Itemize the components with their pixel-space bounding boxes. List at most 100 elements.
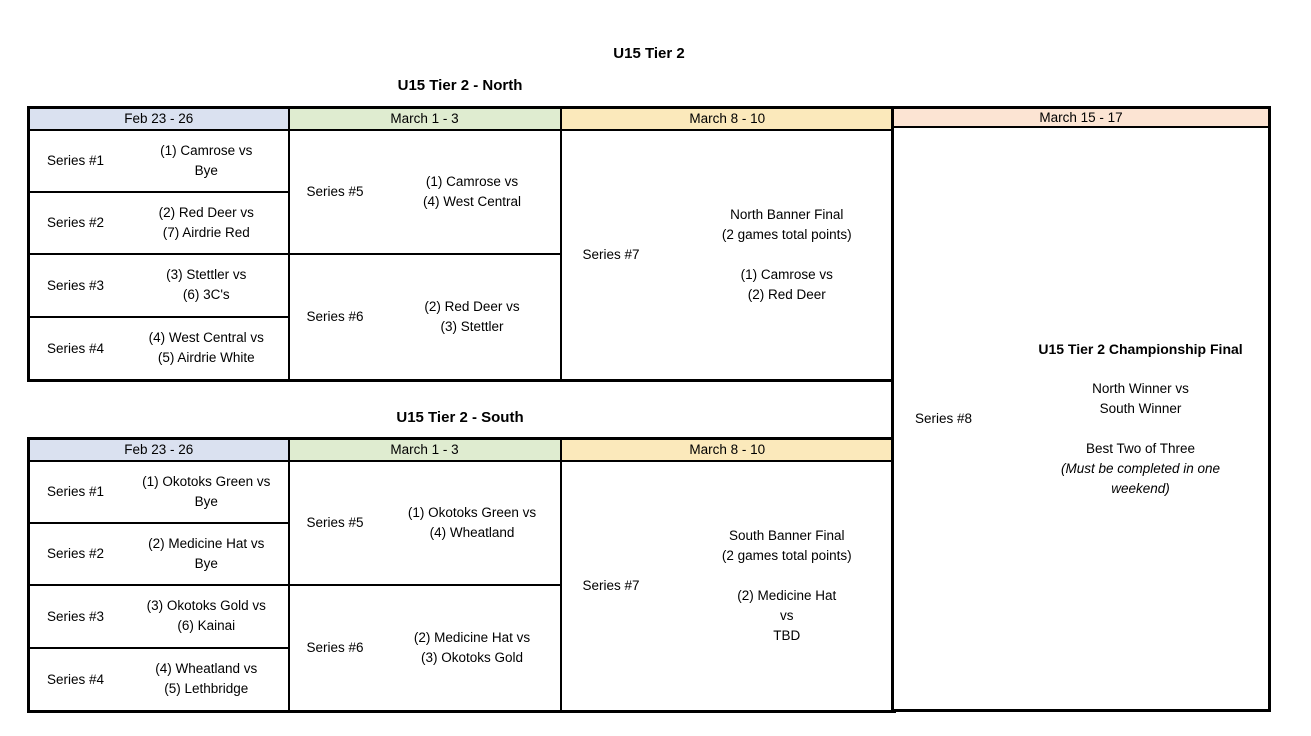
north-header-row: Feb 23 - 26 March 1 - 3 March 8 - 10 <box>27 106 896 131</box>
series-label: Series #2 <box>47 546 105 561</box>
matchup-line: (1) Okotoks Green vs <box>407 504 537 520</box>
table-row: Series #2 (2) Medicine Hat vs Bye <box>27 521 895 586</box>
matchup: (1) Camrose vs (4) West Central <box>385 131 560 253</box>
series-label: Series #7 <box>582 247 640 262</box>
banner-final-title: North Banner Final <box>730 206 844 222</box>
matchup-line: Bye <box>194 493 218 509</box>
matchup-line: North Winner vs <box>1092 380 1189 396</box>
page-title: U15 Tier 2 <box>613 45 685 62</box>
north-series-6-cell: Series #6 (2) Red Deer vs (3) Stettler <box>287 252 562 381</box>
south-series-6-cell: Series #6 (2) Medicine Hat vs (3) Okotok… <box>287 583 562 712</box>
north-col-header-mar8: March 8 - 10 <box>559 106 896 131</box>
matchup: (4) West Central vs (5) Airdrie White <box>125 319 288 378</box>
table-row: Series #3 (3) Okotoks Gold vs (6) Kainai… <box>27 583 895 712</box>
series-label: Series #5 <box>306 184 364 199</box>
final-series-8-cell: Series #8 U15 Tier 2 Championship Final … <box>891 128 1271 712</box>
south-section-heading: U15 Tier 2 - South <box>396 409 524 426</box>
matchup-line: (2) Red Deer vs <box>158 204 254 220</box>
matchup-line: South Winner <box>1099 400 1182 416</box>
matchup-line: (6) Kainai <box>177 618 236 634</box>
series-label: Series #8 <box>915 411 973 426</box>
series-label: Series #6 <box>306 309 364 324</box>
north-series-3-cell: Series #3 (3) Stettler vs (6) 3C's <box>27 252 290 319</box>
matchup-line: (1) Okotoks Green vs <box>142 473 271 489</box>
matchup-line: Bye <box>194 162 218 178</box>
matchup: (1) Okotoks Green vs Bye <box>125 462 288 521</box>
matchup-line: (2) Red Deer vs <box>424 298 520 314</box>
series-label: Series #3 <box>47 608 105 624</box>
south-col-header-mar1: March 1 - 3 <box>287 437 562 462</box>
matchup-line: (6) 3C's <box>182 287 230 303</box>
south-series-2-cell: Series #2 (2) Medicine Hat vs Bye <box>27 521 290 586</box>
matchup-line: TBD <box>773 627 801 643</box>
series-label: Series #4 <box>47 340 105 356</box>
banner-final-subtitle: (2 games total points) <box>721 226 852 242</box>
spacer <box>1013 419 1268 439</box>
matchup-line: (4) Wheatland <box>429 524 515 540</box>
matchup-line: (1) Camrose vs <box>160 142 253 158</box>
matchup-line: (3) Stettler <box>440 318 504 334</box>
north-section-heading: U15 Tier 2 - North <box>397 77 523 94</box>
matchup-line: Best Two of Three <box>1085 440 1196 456</box>
table-row: Series #4 (4) West Central vs (5) Airdri… <box>27 316 895 381</box>
north-series-2-cell: Series #2 (2) Red Deer vs (7) Airdrie Re… <box>27 190 290 255</box>
matchup-line: (3) Okotoks Gold vs <box>146 598 266 614</box>
table-row: Series #3 (3) Stettler vs (6) 3C's Serie… <box>27 252 895 381</box>
series-label: Series #3 <box>47 277 105 293</box>
north-series-1-cell: Series #1 (1) Camrose vs Bye <box>27 128 290 193</box>
matchup-line: (5) Lethbridge <box>164 681 249 697</box>
north-series-4-cell: Series #4 (4) West Central vs (5) Airdri… <box>27 316 290 381</box>
championship-final-title: U15 Tier 2 Championship Final <box>1038 340 1243 357</box>
north-series-5-cell: Series #5 (1) Camrose vs (4) West Centra… <box>287 128 562 255</box>
matchup: (2) Medicine Hat vs (3) Okotoks Gold <box>385 587 560 709</box>
matchup-line: (2) Medicine Hat <box>737 587 837 603</box>
series-label: Series #1 <box>47 153 105 168</box>
matchup: (3) Okotoks Gold vs (6) Kainai <box>125 587 288 646</box>
spacer <box>681 245 894 265</box>
series-label: Series #7 <box>582 578 640 593</box>
matchup: U15 Tier 2 Championship Final North Winn… <box>1013 128 1268 709</box>
matchup: (1) Okotoks Green vs (4) Wheatland <box>385 462 560 584</box>
series-label: Series #6 <box>306 640 364 655</box>
north-bracket-table: Feb 23 - 26 March 1 - 3 March 8 - 10 Ser… <box>27 106 896 382</box>
table-row: Series #2 (2) Red Deer vs (7) Airdrie Re… <box>27 190 895 255</box>
matchup-line: (2) Medicine Hat vs <box>148 535 265 551</box>
south-series-5-cell: Series #5 (1) Okotoks Green vs (4) Wheat… <box>287 459 562 586</box>
matchup-line: (5) Airdrie White <box>157 350 255 366</box>
championship-final-column: March 15 - 17 Series #8 U15 Tier 2 Champ… <box>891 106 1271 712</box>
south-series-1-cell: Series #1 (1) Okotoks Green vs Bye <box>27 459 290 524</box>
south-series-4-cell: Series #4 (4) Wheatland vs (5) Lethbridg… <box>27 647 290 712</box>
south-series-3-cell: Series #3 (3) Okotoks Gold vs (6) Kainai <box>27 583 290 650</box>
matchup: (2) Medicine Hat vs Bye <box>125 524 288 583</box>
matchup: (4) Wheatland vs (5) Lethbridge <box>125 650 288 709</box>
south-col-header-mar8: March 8 - 10 <box>559 437 896 462</box>
table-row: Series #4 (4) Wheatland vs (5) Lethbridg… <box>27 647 895 712</box>
matchup-line: (4) West Central vs <box>148 330 264 346</box>
spacer <box>681 566 894 586</box>
north-series-7-cell: Series #7 North Banner Final (2 games to… <box>559 128 896 381</box>
banner-final-subtitle: (2 games total points) <box>721 547 852 563</box>
matchup-line: (4) Wheatland vs <box>155 661 258 677</box>
table-row: Series #1 (1) Camrose vs Bye Series #5 (… <box>27 128 896 381</box>
matchup: North Banner Final (2 games total points… <box>681 131 894 379</box>
series-label: Series #1 <box>47 484 105 499</box>
matchup: (1) Camrose vs Bye <box>125 131 288 190</box>
north-col-header-feb23: Feb 23 - 26 <box>27 106 290 131</box>
series-label: Series #2 <box>47 215 105 230</box>
matchup-line: (3) Stettler vs <box>166 267 247 283</box>
matchup-line: Bye <box>194 555 218 571</box>
series-label: Series #5 <box>306 515 364 530</box>
series-label: Series #4 <box>47 671 105 687</box>
south-col-header-feb23: Feb 23 - 26 <box>27 437 290 462</box>
matchup-line: (2) Red Deer <box>747 286 826 302</box>
matchup: (2) Red Deer vs (3) Stettler <box>385 256 560 378</box>
matchup: (2) Red Deer vs (7) Airdrie Red <box>125 193 288 252</box>
matchup: (3) Stettler vs (6) 3C's <box>125 256 288 315</box>
matchup: South Banner Final (2 games total points… <box>681 462 894 710</box>
matchup-line: (1) Camrose vs <box>425 173 519 189</box>
banner-final-title: South Banner Final <box>728 527 845 543</box>
championship-note: (Must be completed in one weekend) <box>1060 460 1221 496</box>
matchup-line: (1) Camrose vs <box>740 266 833 282</box>
matchup-line: (4) West Central <box>422 193 522 209</box>
